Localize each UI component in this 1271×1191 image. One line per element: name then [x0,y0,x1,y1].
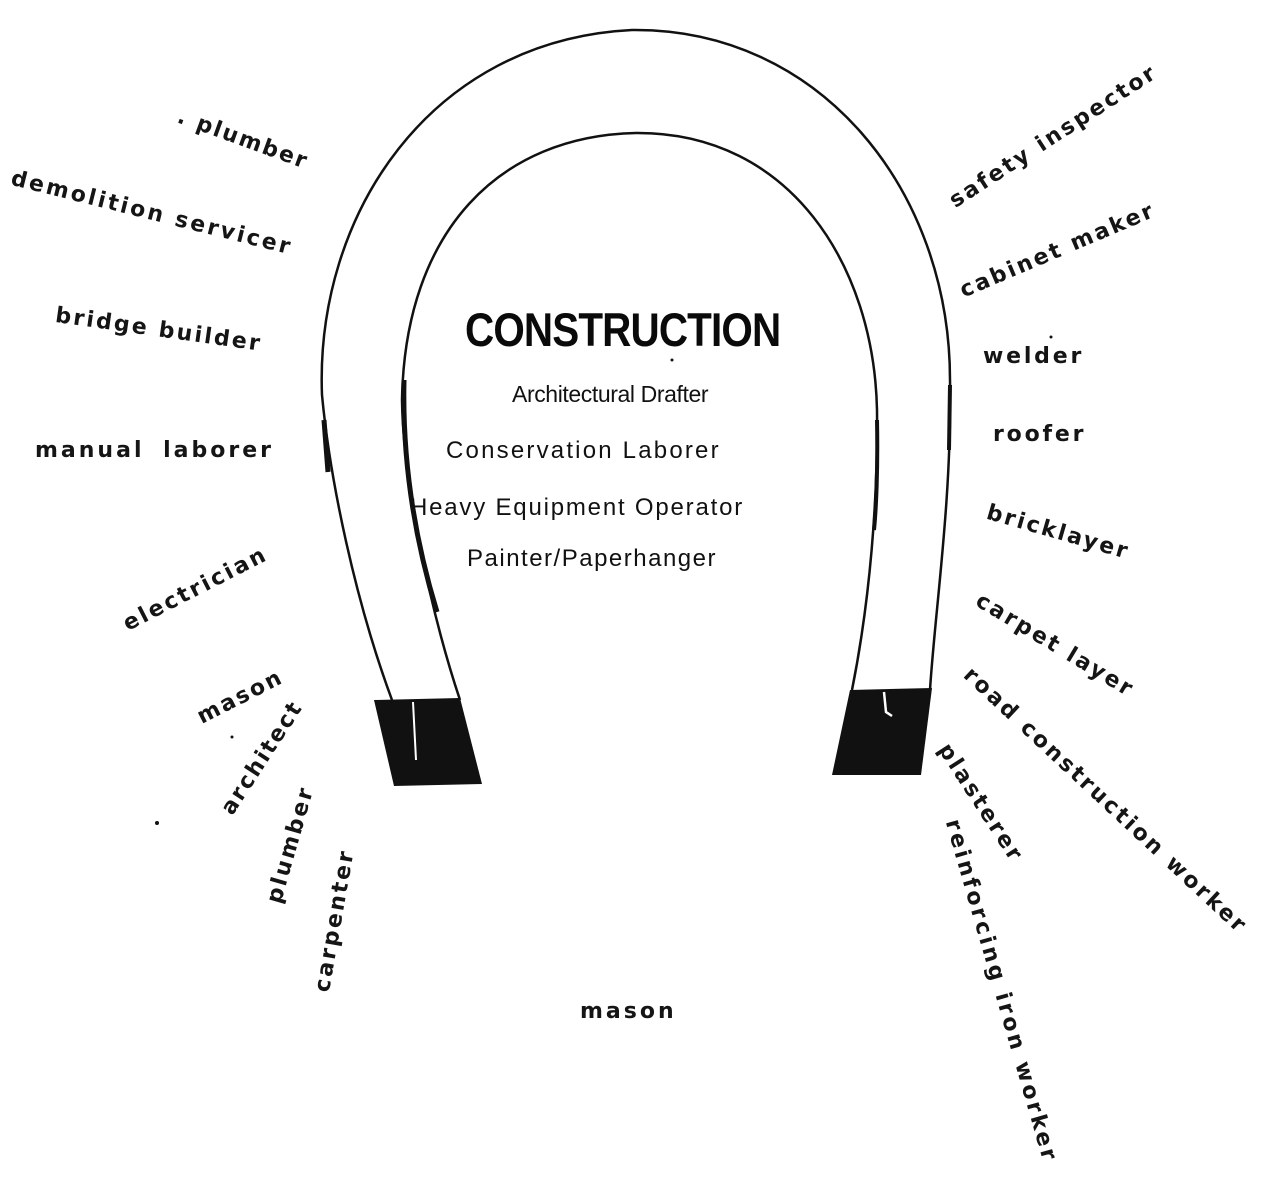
center-job: Painter/Paperhanger [467,545,717,573]
center-job: Heavy Equipment Operator [410,494,744,522]
center-job: Architectural Drafter [512,381,708,408]
left-job: manual laborer [35,440,274,462]
right-job: welder [983,346,1084,368]
magnet-edge-accent-right-inner [874,420,877,530]
magnet-edge-accent-left-outer [324,420,328,472]
ink-speck [671,359,674,362]
magnet-outer-edge [322,30,950,700]
ink-speck [1050,336,1053,339]
bottom-job: mason [580,1001,677,1023]
ink-speck [155,821,159,825]
magnet-pole-right [832,688,932,775]
ink-speck [231,736,234,739]
magnet-edge-accent-right-outer [949,385,950,450]
magnet-inner-edge [402,133,877,700]
center-job: Conservation Laborer [446,437,721,465]
right-job: roofer [993,424,1086,446]
diagram-title: CONSTRUCTION [465,302,780,357]
magnet-pole-left [374,698,482,786]
